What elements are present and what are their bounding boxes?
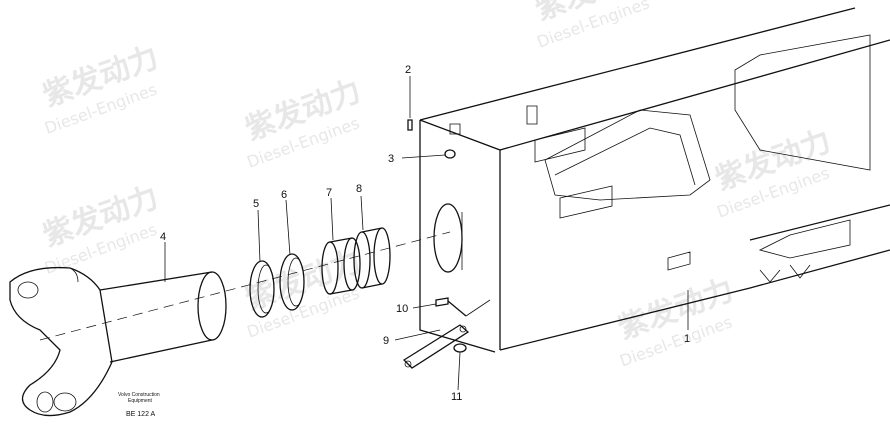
callout-8: 8 xyxy=(356,183,362,195)
part-3-washer xyxy=(444,149,456,159)
watermark-layer: 紫发动力 Diesel-Engines 紫发动力 Diesel-Engines … xyxy=(38,0,836,371)
caption-code: BE 122 A xyxy=(126,411,156,418)
callout-5: 5 xyxy=(253,198,259,210)
caption-line-1: Volvo Construction xyxy=(118,392,160,398)
part-4-shaft-yoke xyxy=(9,266,227,417)
callout-2: 2 xyxy=(405,64,411,76)
center-axis-line xyxy=(39,231,451,341)
part-5-ring xyxy=(249,260,275,318)
bearing-bore xyxy=(433,203,463,273)
watermark-6: 紫发动力 Diesel-Engines xyxy=(241,244,366,342)
part-6-ring xyxy=(279,253,305,311)
part-8-bushing xyxy=(353,227,391,289)
callout-10: 10 xyxy=(396,303,408,315)
watermark-7: 紫发动力 Diesel-Engines xyxy=(614,273,739,371)
watermark-5: 紫发动力 Diesel-Engines xyxy=(38,180,163,278)
callout-9: 9 xyxy=(383,335,389,347)
callout-4: 4 xyxy=(160,231,166,243)
callout-3: 3 xyxy=(388,153,394,165)
callout-7: 7 xyxy=(326,187,332,199)
part-7-bushing xyxy=(321,237,361,295)
part-10-bolt xyxy=(435,297,467,317)
watermark-1: 紫发动力 Diesel-Engines xyxy=(38,40,163,138)
caption-line-2: Equipment xyxy=(128,398,153,404)
watermark-2: 紫发动力 Diesel-Engines xyxy=(241,74,366,172)
part-2-screw xyxy=(407,119,413,131)
part-9-lock-plate xyxy=(402,324,470,369)
callout-6: 6 xyxy=(281,189,287,201)
callout-labels: 1 2 3 4 5 6 7 8 9 10 11 xyxy=(160,64,690,403)
part-1-frame xyxy=(419,7,890,353)
part-11-nut xyxy=(453,343,467,353)
diagram-caption: Volvo Construction Equipment BE 122 A xyxy=(118,392,160,418)
callout-1: 1 xyxy=(684,333,690,345)
watermark-3: 紫发动力 Diesel-Engines xyxy=(531,0,656,52)
leader-lines xyxy=(164,76,689,391)
watermark-4: 紫发动力 Diesel-Engines xyxy=(711,124,836,222)
callout-11: 11 xyxy=(451,391,462,403)
